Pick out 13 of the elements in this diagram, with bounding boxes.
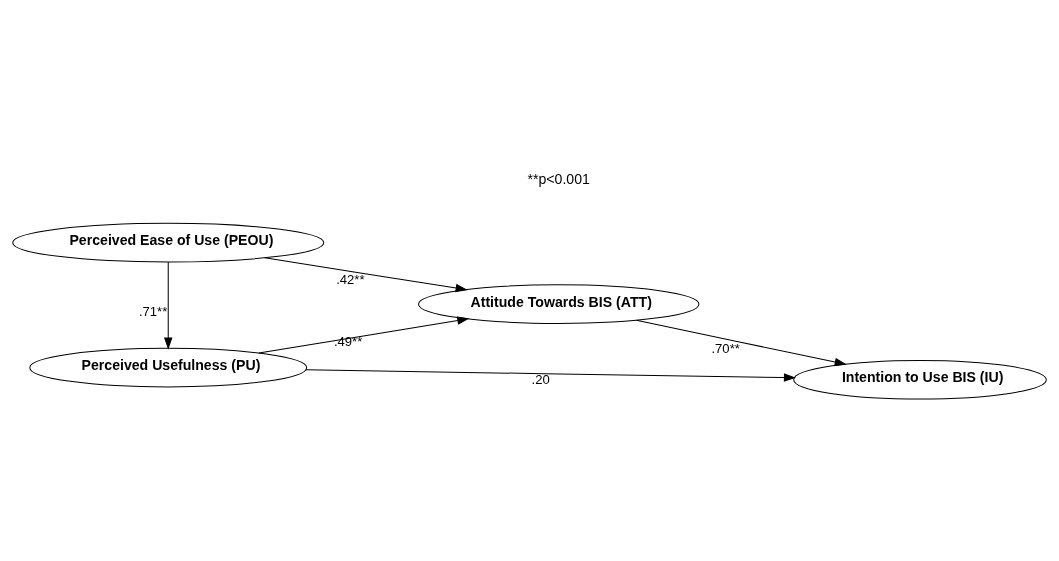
label: **p<0.001 xyxy=(527,170,590,187)
arrow xyxy=(635,319,847,367)
edge-label: .42** xyxy=(336,272,365,288)
node-ellipse: Perceived Ease of Use (PEOU) xyxy=(12,222,325,263)
edge-label: .20 xyxy=(531,372,550,388)
arrow xyxy=(264,257,468,293)
arrow xyxy=(305,369,796,382)
edge-label: .49** xyxy=(333,334,363,350)
edge-label: .71** xyxy=(138,303,168,319)
arrow xyxy=(164,261,173,350)
edge-label: .70** xyxy=(711,340,740,356)
node-ellipse: Perceived Usefulness (PU) xyxy=(29,347,308,388)
arrow xyxy=(258,316,470,354)
